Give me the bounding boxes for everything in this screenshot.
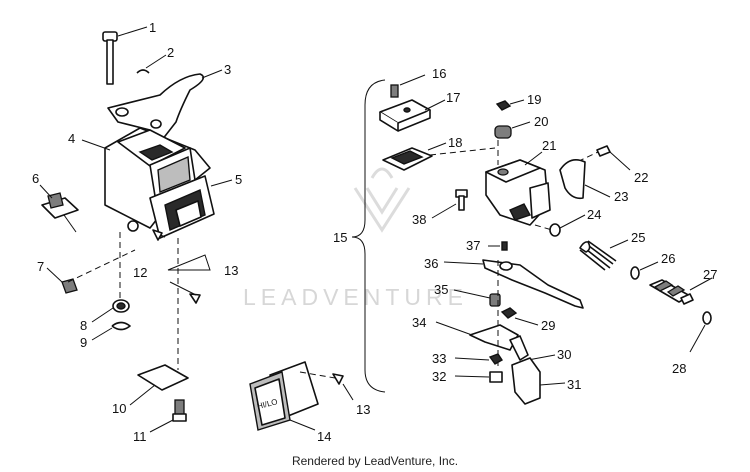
callout-31: 31 [567, 377, 581, 392]
part-31-plate [511, 357, 566, 405]
part-12-washer [127, 220, 139, 232]
part-20-bushing [494, 121, 531, 139]
part-38-bolt [431, 189, 468, 219]
part-13-screws [152, 229, 211, 304]
part-23-clamp [559, 159, 611, 200]
part-19-nut [495, 99, 525, 111]
callout-20: 20 [534, 114, 548, 129]
part-37-pin [488, 241, 508, 251]
callout-21: 21 [542, 138, 556, 153]
part-26-washer [630, 261, 659, 280]
part-1-bolt [102, 26, 148, 85]
callout-26: 26 [661, 251, 675, 266]
part-5-bezel [149, 175, 233, 239]
callout-11: 11 [133, 429, 147, 444]
callout-28: 28 [672, 361, 686, 376]
callout-16: 16 [432, 66, 446, 81]
callout-8: 8 [80, 318, 87, 333]
part-29-nut [500, 307, 539, 326]
part-32-screw [454, 371, 503, 383]
callout-19: 19 [527, 92, 541, 107]
callout-6: 6 [32, 171, 39, 186]
callout-36: 36 [424, 256, 438, 271]
callout-5: 5 [235, 172, 242, 187]
callout-17: 17 [446, 90, 460, 105]
callout-15: 15 [333, 230, 347, 245]
part-9-clip [91, 321, 131, 341]
part-28-o-ring [689, 311, 712, 353]
part-13-screw [299, 371, 354, 401]
part-17-cover [379, 99, 446, 132]
part-7-nut [46, 267, 78, 294]
part-10-plate [129, 364, 189, 406]
callout-29: 29 [541, 318, 555, 333]
part-30-switch [509, 335, 556, 361]
part-11-screw [149, 399, 187, 433]
callout-25: 25 [631, 230, 645, 245]
part-35-spring [453, 289, 501, 307]
callout-labels: 1 2 3 4 5 6 7 8 9 10 11 12 13 13 14 15 1… [32, 20, 717, 444]
callout-27: 27 [703, 267, 717, 282]
part-36-lever [443, 259, 584, 309]
part-16-screw [390, 74, 426, 98]
callout-12: 12 [133, 265, 147, 280]
callout-10: 10 [112, 401, 126, 416]
part-14-hilo-switch: HI/LO [249, 361, 319, 431]
callout-22: 22 [634, 170, 648, 185]
callout-7: 7 [37, 259, 44, 274]
part-27-piston [649, 277, 713, 305]
part-2-clip [136, 54, 167, 74]
part-25-spring [579, 239, 629, 271]
part-33-nut [454, 353, 503, 365]
callout-13a: 13 [224, 263, 238, 278]
callout-32: 32 [432, 369, 446, 384]
part-6-switch [39, 184, 79, 233]
callout-3: 3 [224, 62, 231, 77]
callout-34: 34 [412, 315, 426, 330]
part-18-reservoir [382, 142, 447, 171]
callout-35: 35 [434, 282, 448, 297]
part-21-master-cylinder [485, 151, 551, 226]
callout-9: 9 [80, 335, 87, 350]
callout-1: 1 [149, 20, 156, 35]
callout-30: 30 [557, 347, 571, 362]
watermark-text: LEADVENTURE [243, 284, 468, 310]
watermark-logo-icon [353, 167, 411, 233]
part-8-washer [91, 299, 130, 323]
callout-37: 37 [466, 238, 480, 253]
callout-13b: 13 [356, 402, 370, 417]
callout-23: 23 [614, 189, 628, 204]
callout-33: 33 [432, 351, 446, 366]
callout-2: 2 [167, 45, 174, 60]
callout-38: 38 [412, 212, 426, 227]
footer-credit: Rendered by LeadVenture, Inc. [291, 454, 459, 468]
callout-24: 24 [587, 207, 601, 222]
callout-14: 14 [317, 429, 331, 444]
part-3-bracket [107, 69, 223, 141]
part-24-washer [534, 214, 586, 237]
part-15-brace [351, 79, 386, 393]
callout-4: 4 [68, 131, 75, 146]
callout-18: 18 [448, 135, 462, 150]
